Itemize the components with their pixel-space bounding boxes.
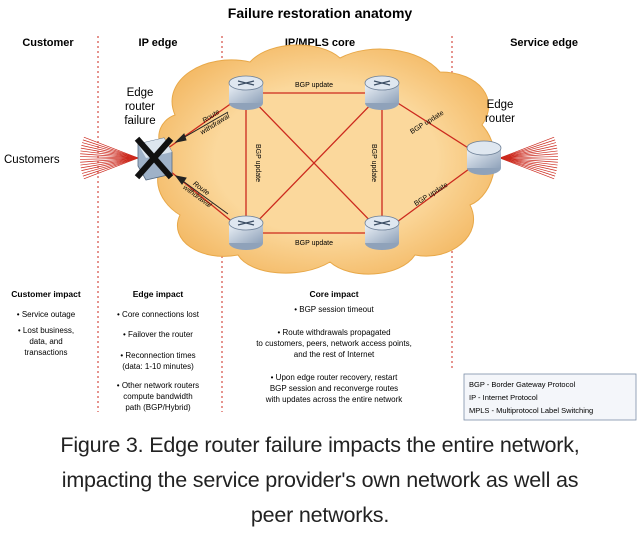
- customer-connection-line: [81, 157, 139, 174]
- customer-impact-item: data, and: [29, 337, 62, 346]
- core-impact-heading: Core impact: [309, 289, 358, 299]
- edge-impact-item: • Reconnection times: [120, 351, 195, 360]
- core-router-top-right: [364, 75, 400, 110]
- customer-connection-line: [80, 157, 139, 163]
- legend-item: MPLS - Multiprotocol Label Switching: [469, 406, 593, 415]
- failed-edge-router: [134, 136, 174, 181]
- bgp-update-bottom: BGP update: [295, 240, 333, 247]
- customer-connection-line: [499, 157, 557, 174]
- customer-connection-line: [499, 157, 558, 160]
- core-router-top-left: [228, 75, 264, 110]
- customer-connection-line: [81, 145, 139, 159]
- edge-impact-item: path (BGP/Hybrid): [125, 403, 191, 412]
- core-router-bottom-left: [228, 215, 264, 250]
- legend-box: [463, 373, 637, 421]
- customer-connection-line: [83, 157, 139, 180]
- customer-connection-line: [80, 153, 139, 159]
- customers-label-left: Customers: [4, 154, 60, 166]
- caption-line: peer networks.: [250, 503, 390, 527]
- core-router-bottom-right: [364, 215, 400, 250]
- core-impact-item: with updates across the entire network: [265, 395, 404, 404]
- legend-item: BGP - Border Gateway Protocol: [469, 380, 575, 389]
- service-edge-router: [466, 140, 502, 175]
- customer-connection-line: [80, 157, 139, 169]
- edge-impact-heading: Edge impact: [133, 289, 184, 299]
- customer-impact: Customer impact • Service outage • Lost …: [11, 289, 81, 357]
- edge-impact-item: • Core connections lost: [117, 310, 200, 319]
- figure-caption: Figure 3. Edge router failure impacts th…: [0, 428, 640, 533]
- edge-impact-item: compute bandwidth: [123, 392, 192, 401]
- core-impact-item: to customers, peers, network access poin…: [256, 339, 412, 348]
- customer-impact-item: transactions: [24, 348, 67, 357]
- column-service-edge: Service edge: [510, 37, 578, 49]
- customer-impact-heading: Customer impact: [11, 289, 81, 299]
- bgp-update-left: BGP update: [254, 144, 261, 182]
- bgp-update-top: BGP update: [295, 82, 333, 89]
- diagram-title: Failure restoration anatomy: [228, 5, 413, 21]
- edge-router-label-2: router: [485, 113, 515, 125]
- customer-connection-line: [499, 157, 558, 166]
- customer-connection-line: [499, 153, 558, 159]
- failure-restoration-diagram: Failure restoration anatomy Customer IP …: [4, 5, 637, 421]
- caption-line: impacting the service provider's own net…: [61, 468, 579, 492]
- customer-connection-line: [499, 157, 555, 180]
- customer-connection-line: [499, 145, 557, 159]
- bgp-update-right: BGP update: [370, 144, 377, 182]
- customer-connection-line: [80, 156, 139, 159]
- customer-impact-item: • Service outage: [17, 310, 76, 319]
- customer-connection-line: [80, 150, 139, 159]
- customer-connection-line: [81, 142, 139, 159]
- customer-connection-line: [83, 136, 139, 159]
- withdrawal-arrows: [174, 111, 229, 215]
- customer-connection-line: [80, 147, 139, 159]
- core-impact-item: and the rest of Internet: [294, 350, 375, 359]
- customer-connection-line: [499, 142, 557, 159]
- customer-connection-line: [82, 157, 139, 177]
- customer-impact-item: • Lost business,: [18, 326, 74, 335]
- customer-connection-line: [499, 139, 556, 159]
- arrowhead-top: [174, 133, 187, 143]
- customer-connections-right: [499, 136, 558, 180]
- edge-impact: Edge impact • Core connections lost • Fa…: [117, 289, 200, 412]
- edge-impact-item: • Other network routers: [117, 381, 199, 390]
- customer-connection-line: [499, 157, 556, 177]
- edge-router-failure-label-3: failure: [124, 115, 155, 127]
- customer-connection-line: [82, 139, 139, 159]
- edge-impact-item: (data: 1-10 minutes): [122, 362, 194, 371]
- arrow-withdrawal-bottom: [175, 175, 229, 215]
- customer-connection-line: [499, 136, 555, 159]
- customer-connection-line: [80, 157, 139, 160]
- link-diag-2: [245, 92, 383, 234]
- edge-router-label-1: Edge: [487, 99, 514, 111]
- customer-connection-line: [81, 157, 139, 171]
- customer-connection-line: [499, 157, 558, 163]
- arrowhead-bottom: [174, 175, 187, 185]
- customer-connection-line: [499, 157, 557, 171]
- edge-impact-item: • Failover the router: [123, 330, 193, 339]
- core-impact-item: BGP session and reconverge routes: [270, 384, 398, 393]
- customer-connection-line: [499, 156, 558, 159]
- core-impact-item: • Route withdrawals propagated: [277, 328, 390, 337]
- legend: BGP - Border Gateway Protocol IP - Inter…: [463, 373, 637, 421]
- legend-item: IP - Internet Protocol: [469, 393, 538, 402]
- link-se-bottom: [381, 157, 485, 234]
- edge-router-failure-label-2: router: [125, 101, 155, 113]
- customer-connections-left: [80, 136, 139, 180]
- edge-router-failure-label-1: Edge: [127, 87, 154, 99]
- column-ip-edge: IP edge: [139, 37, 178, 49]
- customer-connection-line: [499, 157, 558, 169]
- customer-connection-line: [499, 150, 558, 159]
- core-impact-item: • BGP session timeout: [294, 305, 374, 314]
- customer-connection-line: [80, 157, 139, 166]
- column-customer: Customer: [22, 37, 74, 49]
- customer-connection-line: [499, 147, 558, 159]
- core-impact-item: • Upon edge router recovery, restart: [271, 373, 398, 382]
- caption-line: Figure 3. Edge router failure impacts th…: [60, 433, 580, 457]
- failure-x-icon: [134, 136, 174, 180]
- core-impact: Core impact • BGP session timeout • Rout…: [256, 289, 412, 404]
